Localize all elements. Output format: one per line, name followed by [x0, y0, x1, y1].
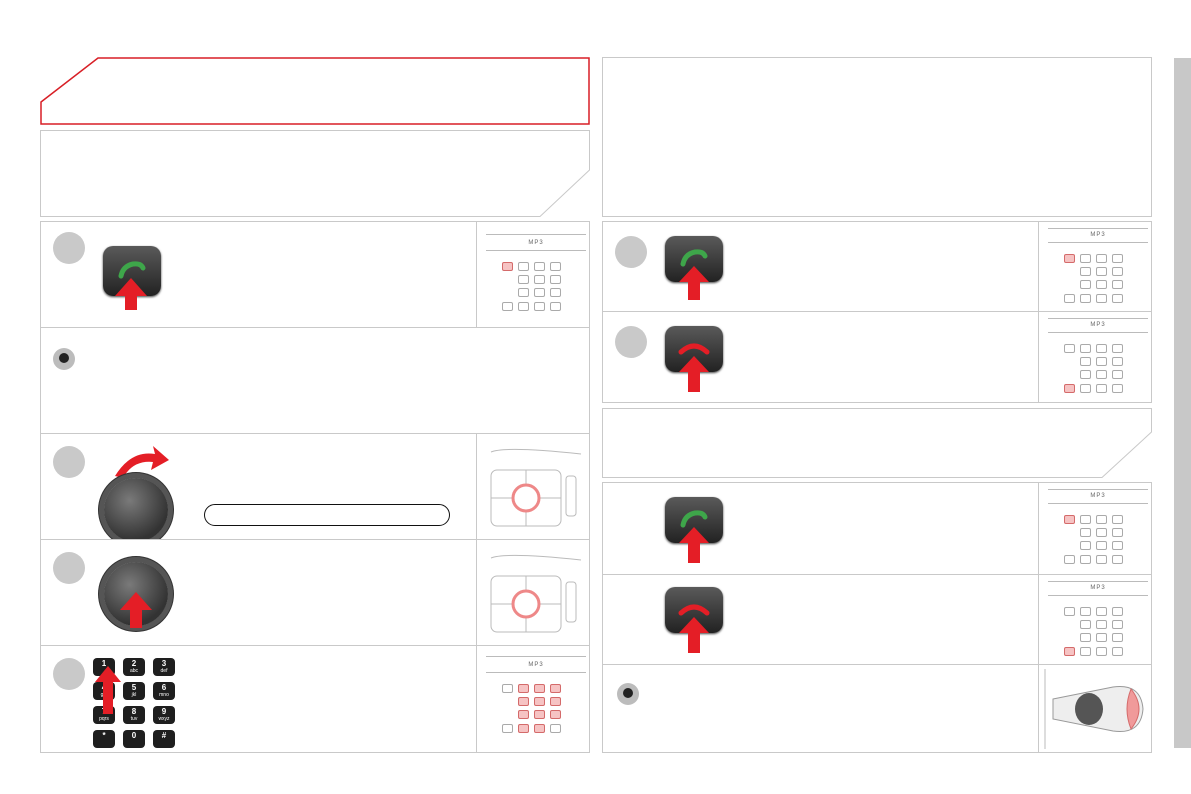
- keypad-digit: 1: [101, 659, 107, 668]
- step-number-circle: [53, 232, 85, 264]
- radio-keypad-thumbnail: MP3: [1048, 485, 1148, 571]
- keypad-letters: mno: [159, 692, 169, 698]
- tip-panel: [40, 327, 590, 434]
- right-top-box: [602, 57, 1152, 217]
- press-arrow-icon: [115, 278, 147, 310]
- keypad-letters: tuv: [130, 716, 138, 722]
- tip-bulb-icon: [617, 683, 639, 705]
- rotary-knob-icon: [104, 478, 168, 542]
- step-4-panel: [40, 539, 590, 646]
- right-step-2-panel: MP3: [602, 311, 1152, 403]
- right-sub-box: [602, 408, 1152, 478]
- keypad-key-10: *: [93, 730, 115, 748]
- radio-keypad-thumbnail: MP3: [486, 652, 586, 744]
- step-number-circle: [53, 658, 85, 690]
- rotate-arrow-icon: [115, 446, 169, 478]
- press-arrow-icon: [679, 356, 709, 392]
- keypad-letters: pqrs: [99, 716, 109, 722]
- press-arrow-icon: [95, 666, 121, 714]
- keypad-key-12: #: [153, 730, 175, 748]
- right-step-b2-panel: MP3: [602, 574, 1152, 665]
- step-number-circle: [53, 446, 85, 478]
- keypad-digit: 9: [161, 707, 167, 716]
- keypad-digit: 2: [131, 659, 137, 668]
- keypad-digit: 0: [131, 731, 137, 740]
- right-step-1-panel: MP3: [602, 221, 1152, 312]
- step-5-panel: 12abc3def4ghi5jkl6mno7pqrs8tuv9wxyz*0# M…: [40, 645, 590, 753]
- right-edge-sidebar: [1174, 58, 1191, 748]
- keypad-letters: abc: [129, 668, 139, 674]
- tip-bulb-icon: [53, 348, 75, 370]
- keypad-digit: #: [161, 731, 167, 740]
- press-arrow-icon: [679, 617, 709, 653]
- radio-keypad-thumbnail: MP3: [1048, 224, 1148, 310]
- keypad-digit: 6: [161, 683, 167, 692]
- right-tip-panel: [602, 664, 1152, 753]
- right-step-b1-panel: MP3: [602, 482, 1152, 575]
- header-tab-outline-icon: [40, 57, 590, 125]
- step-number-circle: [615, 236, 647, 268]
- step-number-circle: [53, 552, 85, 584]
- press-arrow-icon: [679, 527, 709, 563]
- radio-navigation-thumbnail: [486, 442, 586, 532]
- section-header-tab: [40, 57, 590, 125]
- press-arrow-icon: [120, 592, 152, 628]
- radio-keypad-thumbnail: MP3: [1048, 314, 1148, 400]
- step-number-circle: [615, 326, 647, 358]
- step-1-panel: MP3: [40, 221, 590, 328]
- keypad-digit: 3: [161, 659, 167, 668]
- radio-keypad-thumbnail: MP3: [1048, 577, 1148, 663]
- keypad-digit: 8: [131, 707, 137, 716]
- step-3-panel: [40, 433, 590, 542]
- keypad-digit: *: [102, 731, 106, 740]
- radio-keypad-thumbnail: MP3: [486, 230, 586, 320]
- keypad-key-11: 0: [123, 730, 145, 748]
- keypad-letters: def: [160, 668, 168, 674]
- selection-bar: [204, 504, 450, 526]
- keypad-letters: jkl: [131, 692, 137, 698]
- intro-box: [40, 130, 590, 217]
- keypad-digit: 5: [131, 683, 137, 692]
- steering-stalk-thumbnail: [1043, 669, 1149, 749]
- keypad-letters: wxyz: [158, 716, 170, 722]
- press-arrow-icon: [679, 266, 709, 300]
- radio-navigation-thumbnail: [486, 548, 586, 638]
